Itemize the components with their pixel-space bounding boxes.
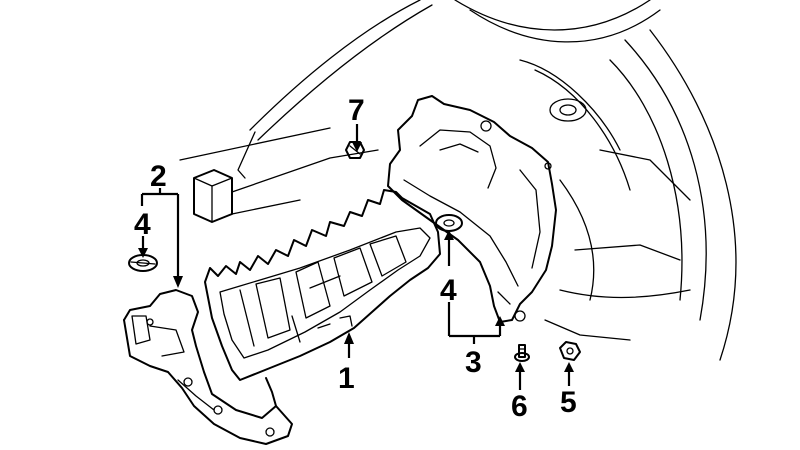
nut-part-5 — [559, 341, 581, 361]
callout-2: 2 — [150, 160, 167, 193]
callout-6: 6 — [511, 390, 528, 423]
callout-7: 7 — [348, 94, 365, 127]
vehicle-body-outline — [237, 0, 737, 361]
callout-5: 5 — [560, 386, 577, 419]
clip-part-7 — [345, 141, 365, 159]
frame-rail — [179, 127, 379, 223]
callout-1: 1 — [338, 362, 355, 395]
bolt-part-6 — [514, 344, 530, 362]
callout-3: 3 — [465, 346, 482, 379]
callout-4-left: 4 — [134, 208, 151, 241]
push-nut-right — [435, 214, 463, 232]
splash-shield-right — [387, 95, 557, 323]
splash-shield-main — [204, 189, 441, 381]
leader-lines — [138, 124, 574, 390]
splash-shield-left — [123, 289, 293, 445]
callout-4-right: 4 — [440, 274, 457, 307]
